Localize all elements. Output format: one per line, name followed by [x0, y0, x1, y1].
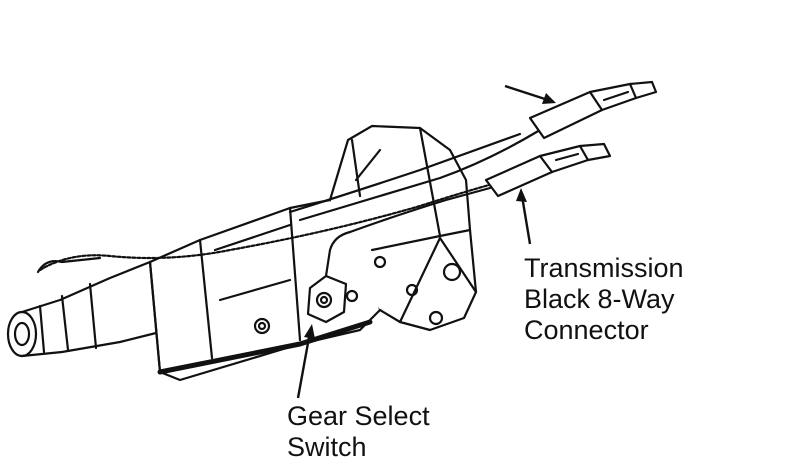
switch-label-line: Switch	[287, 432, 367, 462]
extension-housing	[6, 256, 162, 358]
wiring-harness	[38, 128, 542, 272]
switch-leader-arrow	[296, 324, 315, 399]
gear-select-switch	[306, 230, 359, 324]
connector-label-line: Connector	[524, 315, 649, 345]
upper-connector	[528, 80, 658, 140]
bell-housing	[328, 124, 478, 332]
switch-label-line: Gear Select	[287, 401, 430, 431]
connector-leader-arrow	[516, 188, 532, 245]
connector-label-line: Transmission	[524, 253, 684, 283]
black-8-way-connector	[484, 142, 612, 198]
connector-callout-label: Transmission Black 8-Way Connector	[524, 253, 684, 346]
transmission-case	[148, 198, 382, 382]
upper-connector-arrow	[504, 84, 556, 104]
switch-callout-label: Gear Select Switch	[287, 401, 430, 463]
connector-label-line: Black 8-Way	[524, 284, 675, 314]
